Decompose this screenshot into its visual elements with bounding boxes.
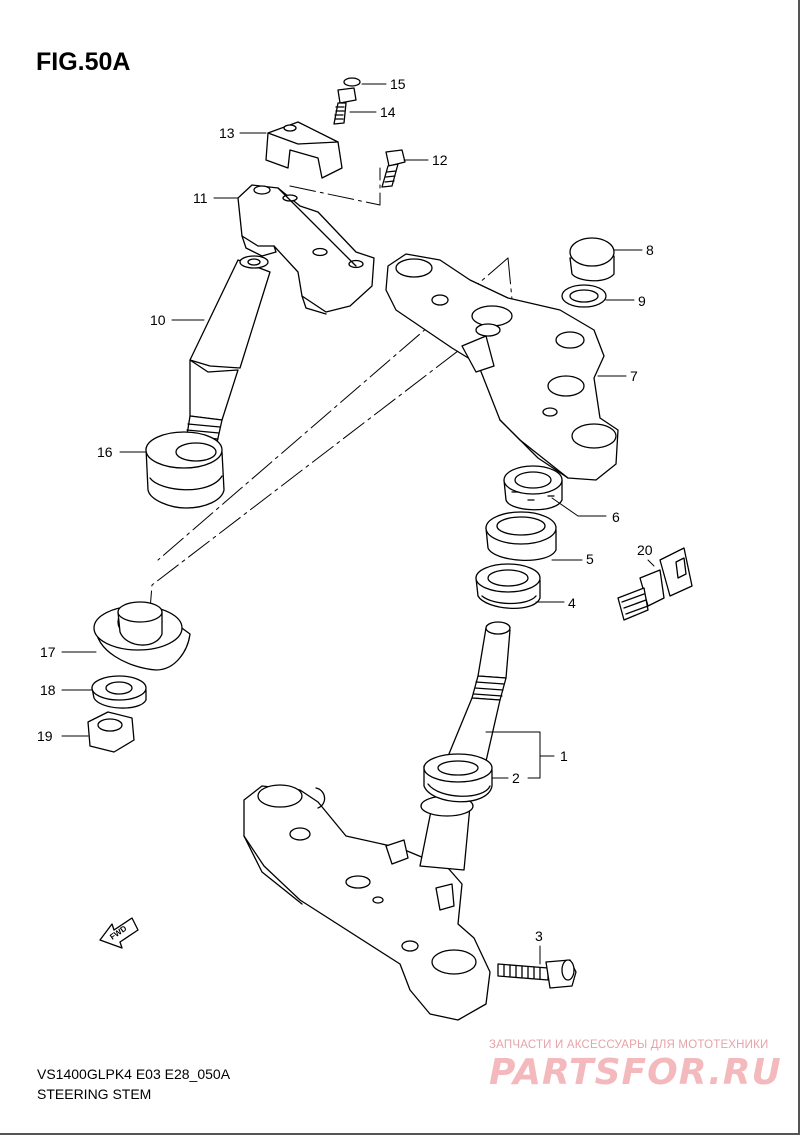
part-3-bolt xyxy=(497,959,577,989)
callout-5: 5 xyxy=(586,551,594,567)
callout-13: 13 xyxy=(219,125,235,141)
part-10-stem-tube xyxy=(183,255,271,457)
callout-2: 2 xyxy=(512,770,520,786)
callout-18: 18 xyxy=(40,682,56,698)
watermark-logo: PARTSFOR.RU xyxy=(489,1052,782,1093)
part-16-flange-nut xyxy=(145,431,225,509)
part-12-bolt xyxy=(381,149,406,188)
callout-16: 16 xyxy=(97,444,113,460)
watermark-tagline: ЗАПЧАСТИ И АКСЕССУАРЫ ДЛЯ МОТОТЕХНИКИ xyxy=(489,1039,769,1051)
callout-12: 12 xyxy=(432,152,448,168)
part-4-bearing xyxy=(475,563,541,609)
part-7-upper-bracket xyxy=(385,253,619,481)
part-14-bolt xyxy=(333,87,357,125)
callout-6: 6 xyxy=(612,509,620,525)
part-11-handlebar-holder xyxy=(237,184,375,315)
callout-3: 3 xyxy=(535,928,543,944)
part-20-sensor xyxy=(617,547,693,621)
figure-name: STEERING STEM xyxy=(37,1086,152,1102)
callout-15: 15 xyxy=(390,76,406,92)
callout-17: 17 xyxy=(40,644,56,660)
part-9-washer xyxy=(561,284,607,308)
part-1-steering-stem-assembly xyxy=(243,621,511,1021)
part-8-cap xyxy=(569,237,615,282)
part-19-nut xyxy=(87,711,135,753)
callout-4: 4 xyxy=(568,595,576,611)
figure-title: FIG.50A xyxy=(36,48,131,76)
callout-10: 10 xyxy=(150,312,166,328)
callout-19: 19 xyxy=(37,728,53,744)
callout-14: 14 xyxy=(380,104,396,120)
callout-11: 11 xyxy=(193,190,208,206)
fwd-arrow: FWD xyxy=(99,917,139,949)
part-6-adjusting-nut xyxy=(503,465,563,511)
model-code: VS1400GLPK4 E03 E28_050A xyxy=(37,1066,231,1082)
callout-20: 20 xyxy=(637,542,653,558)
part-18-washer xyxy=(91,675,147,709)
part-15-washer xyxy=(343,77,361,87)
callout-labels: 1 2 3 4 5 6 7 8 9 10 11 12 13 14 15 16 1… xyxy=(37,76,654,944)
part-5-dust-seal xyxy=(485,511,557,561)
part-13-handlebar-clamp xyxy=(265,121,343,179)
leader-lines xyxy=(61,83,655,965)
callout-9: 9 xyxy=(638,293,646,309)
callout-7: 7 xyxy=(630,368,638,384)
callout-8: 8 xyxy=(646,242,654,258)
part-17-bearing-race xyxy=(93,601,191,671)
callout-1: 1 xyxy=(560,748,568,764)
